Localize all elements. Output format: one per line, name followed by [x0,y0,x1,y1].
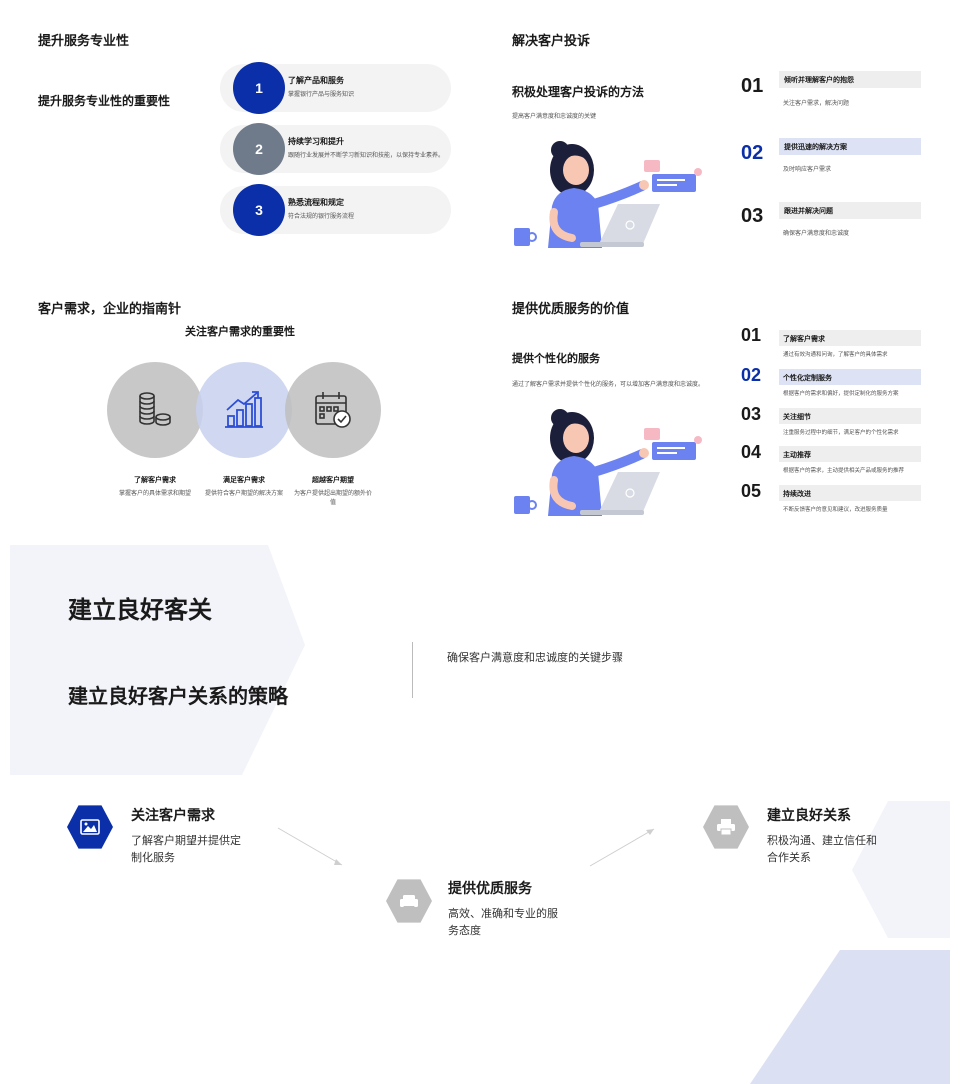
step-desc-2: 跟随行业发展并不断学习新知识和技能，以保持专业素养。 [288,152,445,159]
need-circle-3 [285,362,381,458]
complaint-title-3: 跟进并解决问题 [779,202,921,219]
complaint-desc-1: 关注客户需求，解决问题 [783,100,850,107]
growth-chart-icon [225,391,263,428]
need-desc-2: 提供符合客户期望的解决方案 [204,490,283,497]
value-desc-2: 根据客户的需求和偏好，提供定制化的服务方案 [783,391,899,397]
slide1-subtitle: 提升服务专业性的重要性 [38,94,171,108]
complaint-num-3: 03 [741,205,764,227]
slide2-desc: 提高客户满意度和忠诚度的关键 [512,113,597,120]
image-icon [80,819,100,835]
step-title-1: 了解产品和服务 [288,76,344,85]
value-title-5: 持续改进 [779,485,921,501]
slide5-title: 建立良好客关 [68,596,212,624]
slide5-divider [412,642,413,698]
strategy-desc-1: 了解客户期望并提供定制化服务 [131,834,241,864]
value-num-3: 03 [741,404,762,424]
slide4-title: 提供优质服务的价值 [512,302,630,317]
step-pill-1: 1 了解产品和服务 掌握银行产品与服务知识 [220,62,451,114]
complaint-num-2: 02 [741,142,764,164]
strategy-title-2: 提供优质服务 [448,881,532,897]
strategy-desc-2: 高效、准确和专业的服务态度 [448,907,558,937]
step-number-1: 1 [233,62,285,114]
value-num-5: 05 [741,481,762,501]
need-circle-1 [107,362,203,458]
value-desc-3: 注重服务过程中的细节，满足客户的个性化需求 [783,430,899,436]
sofa-icon [400,895,418,907]
coins-icon [139,392,171,426]
need-desc-1: 掌握客户的具体需求和期望 [118,490,191,497]
woman-laptop-illustration-2 [514,409,702,516]
step-title-2: 持续学习和提升 [288,137,344,146]
value-desc-4: 根据客户的需求，主动提供相关产品或服务的推荐 [783,468,905,474]
step-desc-3: 符合法规的银行服务流程 [288,213,355,220]
slide2-title: 解决客户投诉 [512,34,591,49]
step-number-2: 2 [233,123,285,175]
complaint-desc-2: 及时响应客户需求 [783,166,832,173]
strategy-title-1: 关注客户需求 [131,808,215,824]
step-pill-2: 2 持续学习和提升 跟随行业发展并不断学习新知识和技能，以保持专业素养。 [220,123,451,175]
slide3-subtitle: 关注客户需求的重要性 [185,325,295,338]
slide5-subtitle: 建立良好客户关系的策略 [68,684,288,708]
value-title-1: 了解客户需求 [779,330,921,346]
step-pill-3: 3 熟悉流程和规定 符合法规的银行服务流程 [220,184,451,236]
need-title-3: 超越客户期望 [312,476,354,484]
strategy-hex-3 [703,805,749,849]
need-circle-2 [196,362,292,458]
complaint-num-1: 01 [741,75,764,97]
step-desc-1: 掌握银行产品与服务知识 [288,91,355,98]
value-title-4: 主动推荐 [779,446,921,462]
step-number-3: 3 [233,184,285,236]
slide3-title: 客户需求，企业的指南针 [38,302,182,317]
value-num-4: 04 [741,442,762,462]
slide4-subtitle: 提供个性化的服务 [512,352,600,365]
slide5-note: 确保客户满意度和忠诚度的关键步骤 [447,651,623,664]
slide2-subtitle: 积极处理客户投诉的方法 [512,85,645,99]
slide5-background-shapes [10,545,950,1084]
printer-icon [717,819,735,836]
complaint-desc-3: 确保客户满意度和忠诚度 [783,230,850,237]
need-title-2: 满足客户需求 [223,476,265,484]
value-title-3: 关注细节 [779,408,921,424]
woman-laptop-illustration [514,141,702,248]
step-title-3: 熟悉流程和规定 [288,198,344,207]
need-desc-3: 为客户提供超出期望的额外价值 [293,490,372,506]
strategy-title-3: 建立良好关系 [767,808,851,824]
value-desc-5: 不断反馈客户的意见和建议，改进服务质量 [783,507,888,513]
slide4-desc: 通过了解客户需求并提供个性化的服务，可以增加客户满意度和忠诚度。 [512,381,705,388]
slide1-title: 提升服务专业性 [38,34,130,49]
calendar-check-icon [315,392,351,428]
strategy-desc-3: 积极沟通、建立信任和合作关系 [767,834,877,864]
complaint-title-2: 提供迅速的解决方案 [779,138,921,155]
value-title-2: 个性化定制服务 [779,369,921,385]
need-title-1: 了解客户需求 [134,476,176,484]
value-num-2: 02 [741,365,762,385]
value-desc-1: 通过有效沟通和问询，了解客户的具体需求 [783,352,888,358]
value-num-1: 01 [741,325,762,345]
complaint-title-1: 倾听并理解客户的抱怨 [779,71,921,88]
